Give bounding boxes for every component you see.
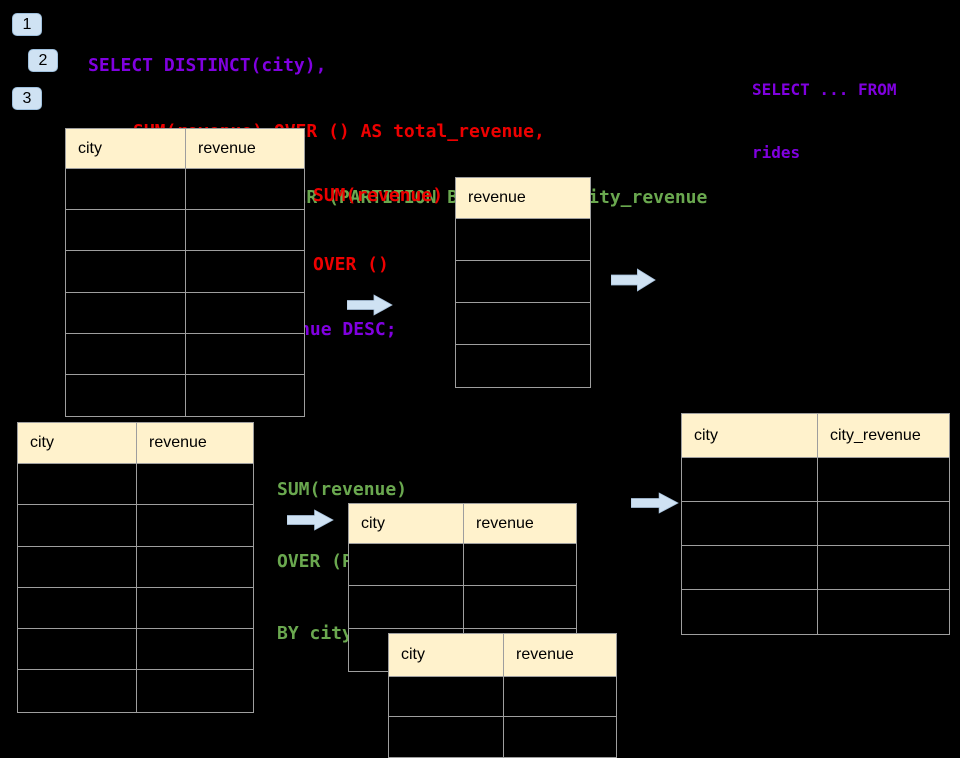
flow-arrow-right-icon xyxy=(287,509,334,531)
column-header-revenue: revenue xyxy=(137,423,253,464)
empty-cell xyxy=(818,546,949,590)
step-badge-1: 1 xyxy=(12,13,42,36)
empty-cell xyxy=(66,251,186,293)
empty-cell xyxy=(137,587,253,630)
column-header-city: city xyxy=(66,129,186,169)
empty-cell xyxy=(682,502,818,546)
empty-cell xyxy=(456,303,590,345)
empty-cell xyxy=(66,210,186,252)
empty-cell xyxy=(186,333,304,375)
empty-cell xyxy=(682,590,818,634)
flow-arrow-right-icon xyxy=(347,294,393,316)
empty-cell xyxy=(349,586,464,629)
side-note-select-from: SELECT ... FROM rides xyxy=(752,37,897,184)
column-header-revenue: revenue xyxy=(186,129,304,169)
empty-cell xyxy=(818,590,949,634)
column-header-revenue: revenue xyxy=(456,178,590,219)
empty-cell xyxy=(186,251,304,293)
step-badge-2: 2 xyxy=(28,49,58,72)
empty-cell xyxy=(18,464,137,506)
empty-cell xyxy=(66,292,186,334)
column-header-city: city xyxy=(389,634,504,677)
empty-cell xyxy=(389,677,504,717)
empty-cell xyxy=(504,677,616,717)
empty-cell xyxy=(464,544,576,587)
empty-cell xyxy=(66,333,186,375)
side-note-line2: rides xyxy=(752,143,801,162)
empty-cell xyxy=(818,458,949,502)
empty-cell xyxy=(18,505,137,547)
column-header-city: city xyxy=(18,423,137,464)
side-note-line1: SELECT ... FROM xyxy=(752,80,897,99)
annotation-sum-over: SUM(revenue) OVER () xyxy=(313,138,443,299)
column-header-revenue: revenue xyxy=(464,504,576,544)
empty-cell xyxy=(137,670,253,712)
column-header-revenue: revenue xyxy=(504,634,616,677)
annotation-total-line2: OVER () xyxy=(313,254,389,275)
empty-cell xyxy=(18,670,137,712)
sql-line-select: SELECT DISTINCT(city), xyxy=(88,55,327,76)
empty-cell xyxy=(818,502,949,546)
empty-cell xyxy=(464,586,576,629)
empty-cell xyxy=(504,717,616,757)
annotation-total-line1: SUM(revenue) xyxy=(313,185,444,206)
empty-cell xyxy=(456,345,590,387)
annotation-partition-line1: SUM(revenue) xyxy=(277,479,408,500)
empty-cell xyxy=(137,464,253,506)
column-header-city: city xyxy=(349,504,464,544)
flow-arrow-right-icon xyxy=(631,492,679,514)
empty-cell xyxy=(18,587,137,630)
empty-cell xyxy=(682,546,818,590)
empty-cell xyxy=(137,505,253,547)
empty-cell xyxy=(186,210,304,252)
empty-cell xyxy=(66,374,186,417)
empty-cell xyxy=(456,219,590,261)
column-header-city: city xyxy=(682,414,818,458)
empty-cell xyxy=(18,629,137,671)
empty-cell xyxy=(137,629,253,671)
empty-cell xyxy=(18,546,137,588)
empty-cell xyxy=(137,546,253,588)
flow-arrow-right-icon xyxy=(611,268,656,292)
empty-cell xyxy=(349,544,464,587)
step-badge-3: 3 xyxy=(12,87,42,110)
column-header-city_revenue: city_revenue xyxy=(818,414,949,458)
empty-cell xyxy=(186,169,304,211)
empty-cell xyxy=(66,169,186,211)
empty-cell xyxy=(682,458,818,502)
table-total-revenue: revenue xyxy=(455,177,591,388)
empty-cell xyxy=(186,374,304,417)
empty-cell xyxy=(389,717,504,757)
empty-cell xyxy=(456,261,590,303)
empty-cell xyxy=(186,292,304,334)
